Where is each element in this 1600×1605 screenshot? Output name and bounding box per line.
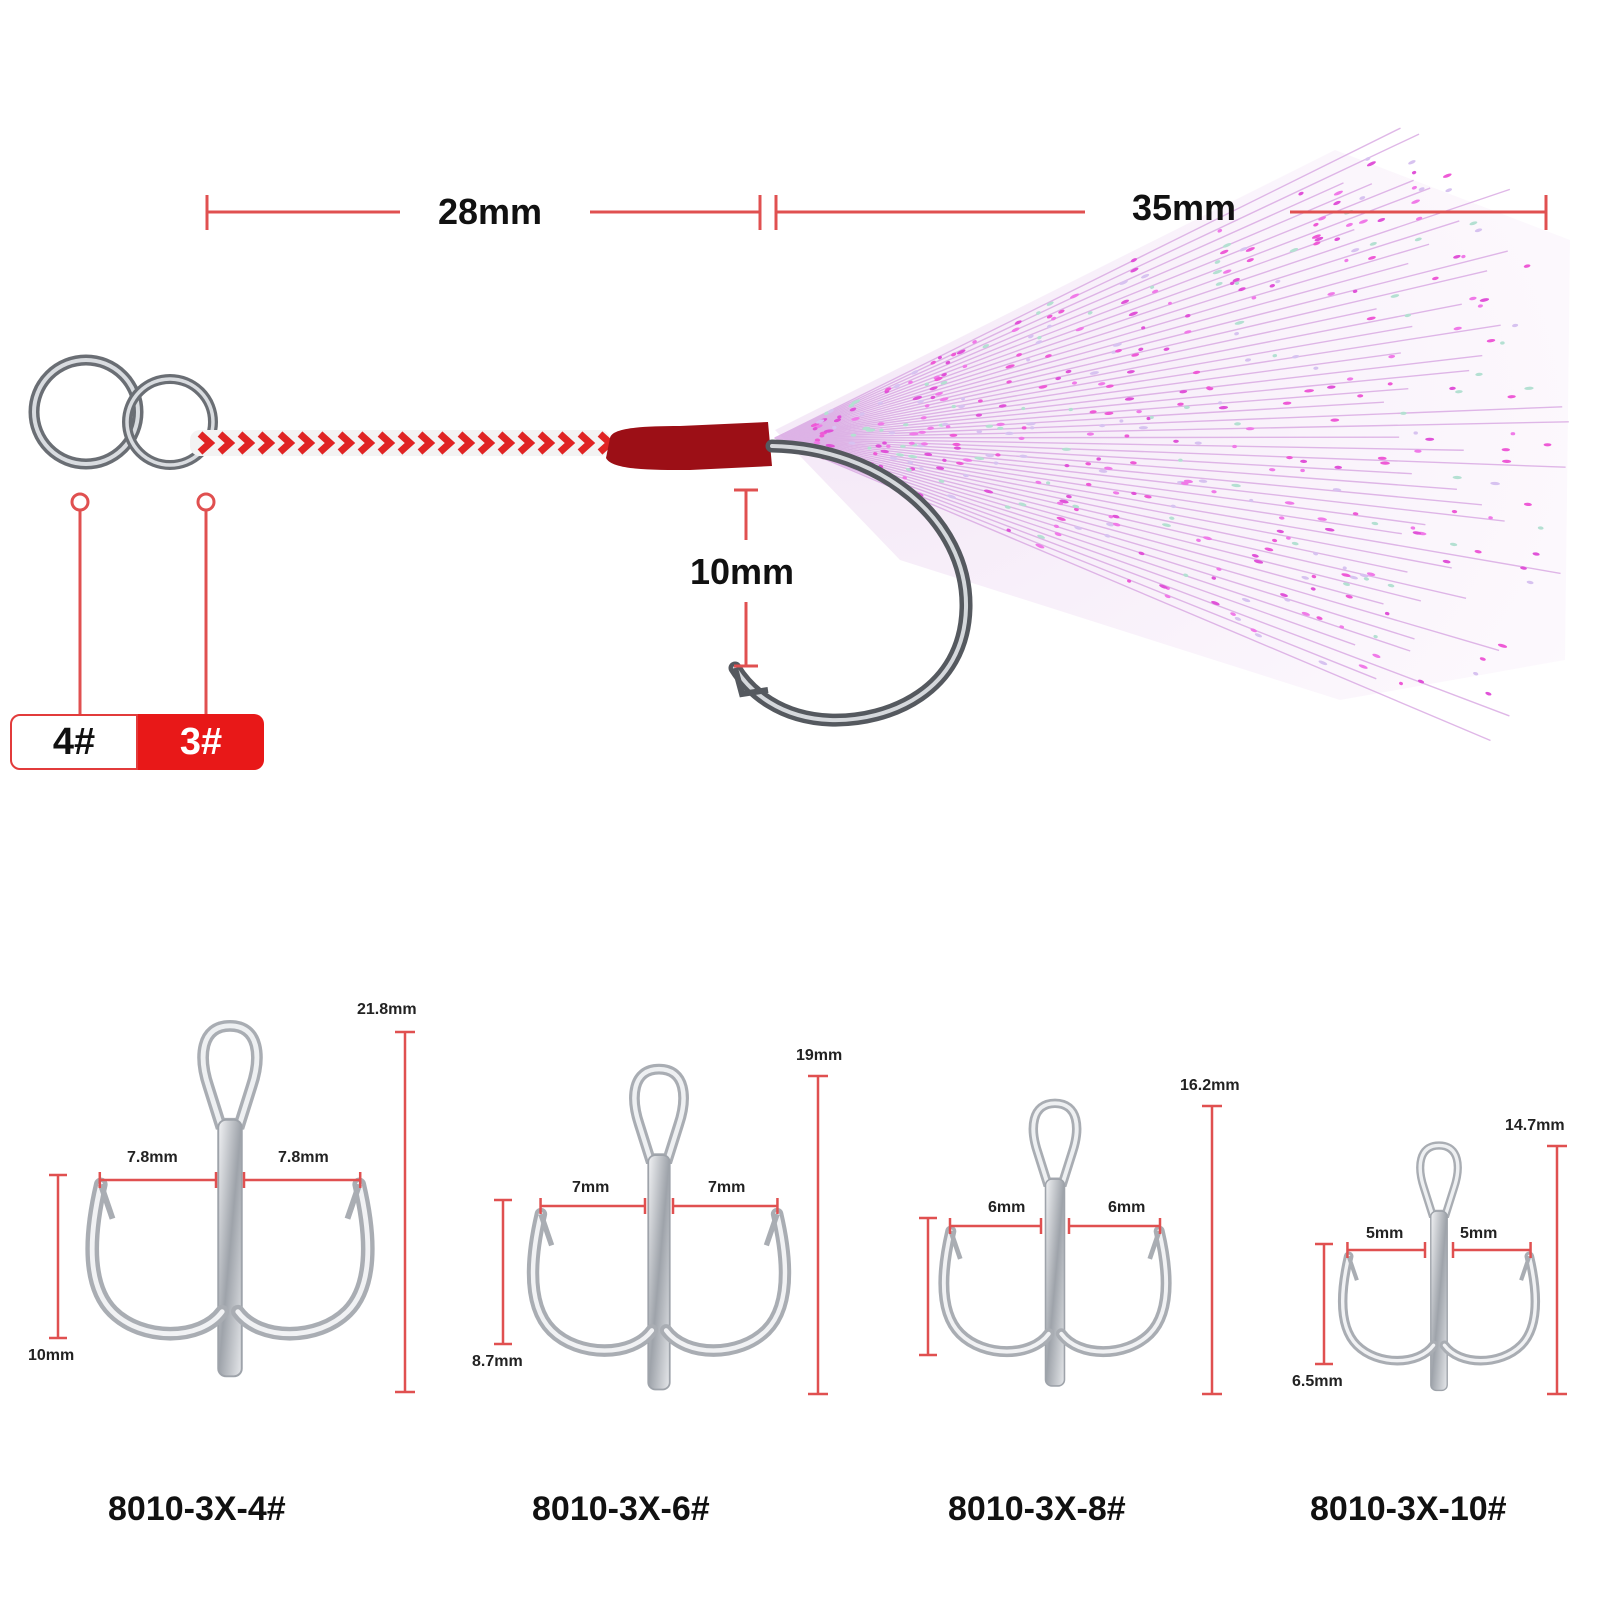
treble-3-left-width-label: 6mm	[988, 1199, 1026, 1216]
treble-1-model-label: 8010-3X-4#	[108, 1490, 286, 1528]
treble-4-model-label: 8010-3X-10#	[1310, 1490, 1507, 1528]
treble-2-height-label: 19mm	[796, 1047, 843, 1064]
split-ring-3	[122, 374, 218, 470]
ring-size-3-badge: 3#	[138, 714, 264, 770]
treble-hook-2-dimensions	[494, 1074, 828, 1396]
assist-hook-illustration	[28, 127, 1570, 742]
ring-callouts	[70, 492, 216, 714]
treble-4-gap-label: 6.5mm	[1292, 1373, 1343, 1390]
treble-1-left-width-label: 7.8mm	[127, 1149, 178, 1166]
treble-4-left-width-label: 5mm	[1366, 1225, 1404, 1242]
dim-rope-length	[205, 195, 762, 230]
dim-skirt-length	[774, 195, 1548, 230]
skirt-length-label: 35mm	[1132, 187, 1237, 228]
assist-rope	[190, 430, 616, 456]
treble-hook-3	[919, 1103, 1222, 1396]
treble-hook-row	[49, 1026, 1567, 1394]
treble-2-right-width-label: 7mm	[708, 1179, 746, 1196]
treble-2-model-label: 8010-3X-6#	[532, 1490, 710, 1528]
thread-wrap	[606, 422, 772, 470]
treble-4-height-label: 14.7mm	[1505, 1117, 1565, 1134]
treble-3-right-width-label: 6mm	[1108, 1199, 1146, 1216]
treble-hook-2	[494, 1069, 828, 1394]
rope-length-label: 28mm	[438, 191, 543, 232]
treble-hook-3-dimensions	[919, 1104, 1222, 1396]
treble-hook-1-dimensions	[49, 1030, 415, 1394]
treble-hook-4-dimensions	[1315, 1144, 1567, 1396]
dim-hook-gap	[734, 488, 758, 668]
treble-hook-4	[1315, 1145, 1567, 1394]
treble-2-gap-label: 8.7mm	[472, 1353, 523, 1370]
treble-1-right-width-label: 7.8mm	[278, 1149, 329, 1166]
hook-skirt	[774, 127, 1570, 742]
hook-gap-label: 10mm	[690, 551, 795, 592]
treble-3-model-label: 8010-3X-8#	[948, 1490, 1126, 1528]
treble-4-right-width-label: 5mm	[1460, 1225, 1498, 1242]
treble-1-height-label: 21.8mm	[357, 1001, 417, 1018]
treble-3-height-label: 16.2mm	[1180, 1077, 1240, 1094]
treble-1-gap-label: 10mm	[28, 1347, 75, 1364]
ring-size-4-badge: 4#	[10, 714, 138, 770]
split-ring-4	[28, 354, 144, 470]
treble-2-left-width-label: 7mm	[572, 1179, 610, 1196]
treble-hook-1	[49, 1026, 415, 1394]
jig-hook	[728, 439, 973, 727]
